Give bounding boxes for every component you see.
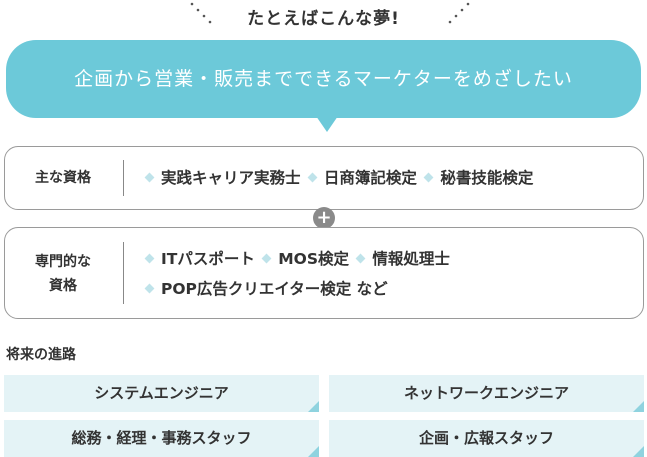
right-dots-decoration — [448, 2, 470, 24]
dream-speech-bubble: 企画から営業・販売までできるマーケターをめざしたい — [6, 40, 641, 118]
qualification-item: ITパスポート — [161, 250, 255, 268]
left-dots-decoration — [190, 2, 212, 24]
main-qualifications-divider — [123, 160, 124, 196]
specialized-qualifications-box: 専門的な 資格 ITパスポート MOS検定 情報処理士 POP広告クリエイター検… — [4, 227, 644, 319]
career-label: 総務・経理・事務スタッフ — [71, 429, 252, 447]
bullet-diamond-icon — [355, 253, 366, 264]
bullet-diamond-icon — [261, 253, 272, 264]
corner-fold-icon — [308, 401, 319, 412]
specialized-qualifications-label: 専門的な 資格 — [5, 250, 121, 298]
speech-bubble-tail — [316, 116, 338, 132]
corner-fold-icon — [633, 446, 644, 457]
dream-heading-area: たとえばこんな夢! — [0, 0, 647, 30]
qualification-item: 情報処理士 — [372, 250, 450, 268]
dream-title: たとえばこんな夢! — [247, 9, 400, 29]
qualification-item: POP広告クリエイター検定 など — [161, 280, 388, 298]
career-label: システムエンジニア — [94, 384, 229, 402]
career-label: ネットワークエンジニア — [403, 384, 569, 402]
plus-icon: + — [313, 207, 335, 229]
main-qualifications-list: 実践キャリア実務士 日商簿記検定 秘書技能検定 — [143, 163, 635, 193]
future-careers-title: 将来の進路 — [6, 347, 76, 363]
bullet-diamond-icon — [144, 253, 155, 264]
corner-fold-icon — [308, 446, 319, 457]
qualification-item: MOS検定 — [278, 250, 350, 268]
corner-fold-icon — [633, 401, 644, 412]
main-qualifications-label: 主な資格 — [35, 170, 91, 186]
qualification-item: 実践キャリア実務士 — [161, 169, 301, 187]
specialized-label-line1: 専門的な — [35, 254, 91, 270]
qualification-item: 日商簿記検定 — [323, 169, 417, 187]
career-planning-pr-staff: 企画・広報スタッフ — [329, 420, 644, 457]
specialized-label-line2: 資格 — [49, 278, 77, 294]
specialized-row-2: POP広告クリエイター検定 など — [143, 274, 635, 304]
bullet-diamond-icon — [144, 283, 155, 294]
bullet-diamond-icon — [307, 172, 318, 183]
specialized-qualifications-divider — [123, 242, 124, 304]
main-qualifications-box: 主な資格 実践キャリア実務士 日商簿記検定 秘書技能検定 — [4, 146, 644, 210]
specialized-row-1: ITパスポート MOS検定 情報処理士 — [143, 244, 635, 274]
dream-bubble-text: 企画から営業・販売までできるマーケターをめざしたい — [74, 68, 573, 90]
career-network-engineer: ネットワークエンジニア — [329, 375, 644, 412]
specialized-qualifications-list: ITパスポート MOS検定 情報処理士 POP広告クリエイター検定 など — [143, 244, 635, 304]
bullet-diamond-icon — [144, 172, 155, 183]
career-general-affairs-staff: 総務・経理・事務スタッフ — [4, 420, 319, 457]
career-system-engineer: システムエンジニア — [4, 375, 319, 412]
qualification-item: 秘書技能検定 — [440, 169, 534, 187]
career-label: 企画・広報スタッフ — [418, 429, 554, 447]
bullet-diamond-icon — [423, 172, 434, 183]
